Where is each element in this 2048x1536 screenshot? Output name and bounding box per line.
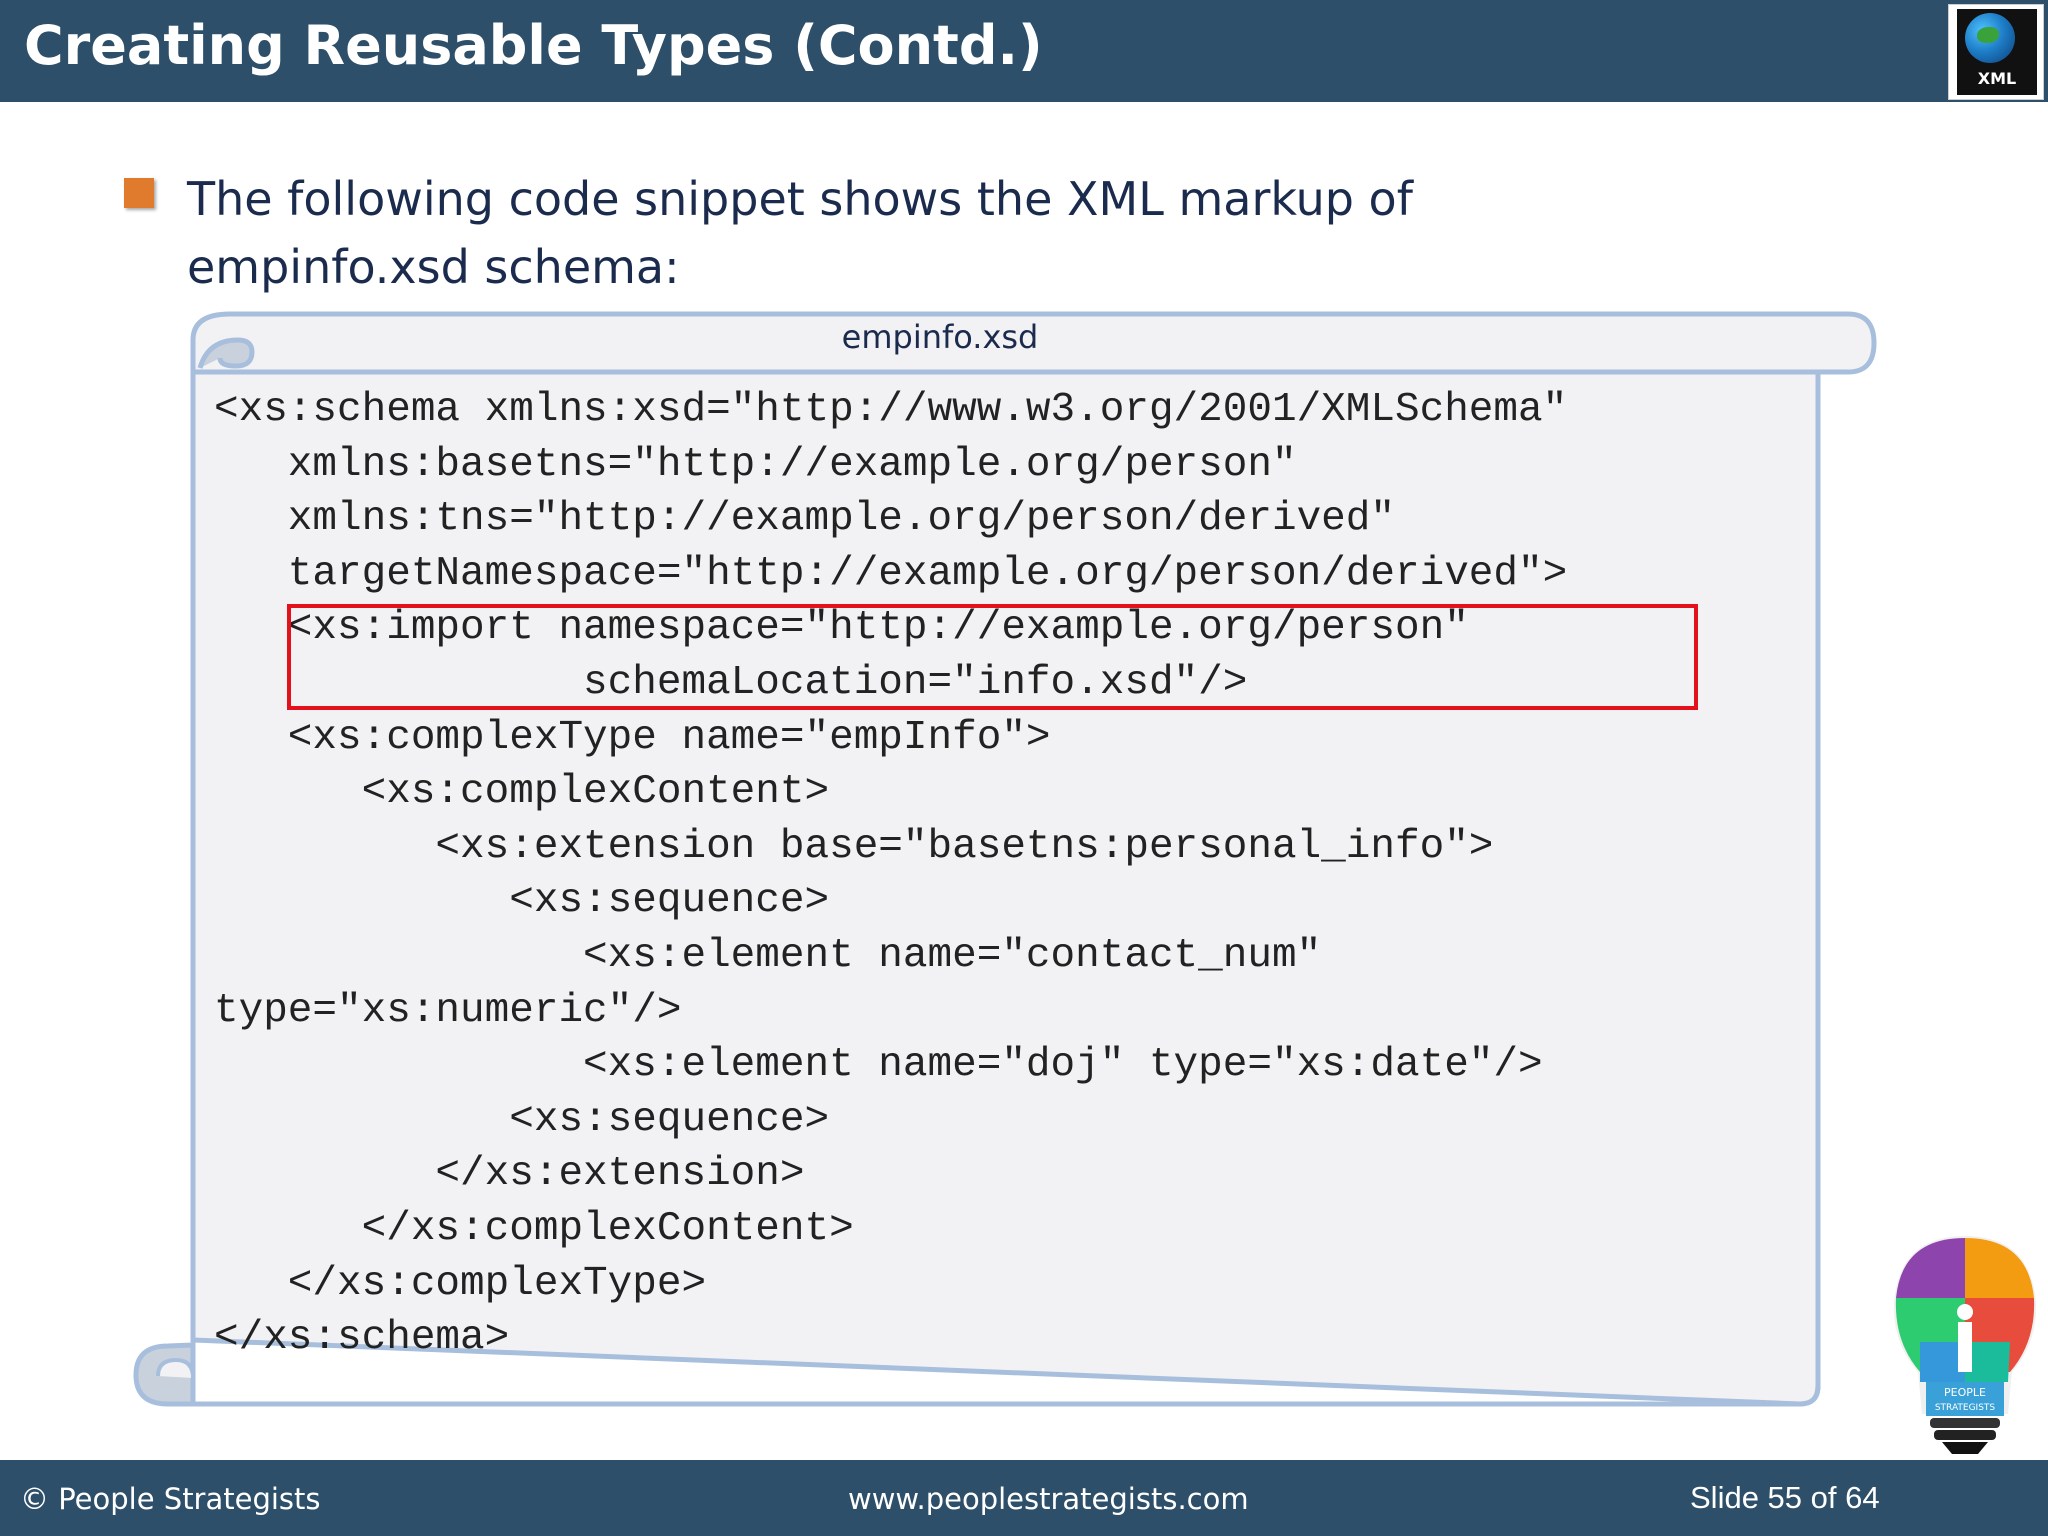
scroll-top-curl: [197, 337, 255, 369]
code-line: <xs:schema xmlns:xsd="http://www.w3.org/…: [214, 387, 1568, 433]
puzzle-teal: [1965, 1342, 2010, 1382]
code-line: targetNamespace="http://example.org/pers…: [214, 550, 1568, 597]
code-line: <xs:element name="contact_num": [214, 932, 1322, 979]
code-line: <xs:extension base="basetns:personal_inf…: [214, 823, 1494, 870]
person-body-icon: [1958, 1322, 1972, 1372]
bullet-text: The following code snippet shows the XML…: [187, 172, 1413, 294]
scroll-top-roll: [190, 311, 1877, 375]
code-line: xmlns:tns="http://example.org/person/der…: [214, 496, 1395, 543]
website-link[interactable]: www.peoplestrategists.com: [848, 1482, 1249, 1516]
copyright-text: © People Strategists: [20, 1482, 321, 1516]
bulb-logo-line2: STRATEGISTS: [1935, 1403, 1996, 1413]
xml-logo: XML: [1948, 4, 2044, 100]
puzzle-orange: [1965, 1238, 2034, 1298]
code-line: <xs:complexContent>: [214, 769, 830, 816]
code-line: <xs:sequence>: [214, 878, 830, 925]
code-line: </xs:schema>: [214, 1315, 510, 1362]
puzzle-blue: [1920, 1342, 1965, 1382]
globe-land-icon: [1977, 27, 1999, 43]
code-line: xmlns:basetns="http://example.org/person…: [214, 441, 1297, 488]
scroll-title: empinfo.xsd: [841, 318, 1039, 356]
puzzle-purple: [1896, 1238, 1965, 1298]
code-line: <xs:sequence>: [214, 1096, 830, 1143]
people-strategists-bulb-logo: PEOPLE STRATEGISTS: [1893, 1236, 2037, 1454]
code-line: type="xs:numeric"/>: [214, 987, 682, 1034]
bullet-icon: [124, 178, 154, 208]
bulb-logo-line1: PEOPLE: [1944, 1386, 1986, 1399]
code-line: </xs:complexContent>: [214, 1205, 854, 1252]
xml-logo-text: XML: [1977, 69, 2017, 88]
code-snippet: <xs:schema xmlns:xsd="http://www.w3.org/…: [214, 383, 1567, 1366]
code-line: </xs:complexType>: [214, 1260, 707, 1307]
code-line: <xs:complexType name="empInfo">: [214, 714, 1051, 761]
code-line: <xs:element name="doj" type="xs:date"/>: [214, 1042, 1543, 1089]
person-head-icon: [1957, 1304, 1973, 1320]
scroll-bottom-edge: [168, 372, 1821, 1407]
bulb-base: [1930, 1418, 2000, 1428]
scroll-bottom-curl: [156, 1357, 195, 1379]
code-line: <xs:import namespace="http://example.org…: [214, 605, 1469, 652]
slide-title: Creating Reusable Types (Contd.): [24, 14, 1043, 77]
slide-header: Creating Reusable Types (Contd.) XML: [0, 0, 2048, 102]
code-line: </xs:extension>: [214, 1151, 805, 1198]
slide-number: Slide 55 of 64: [1690, 1480, 1880, 1515]
import-highlight-box: [287, 604, 1698, 710]
slide-footer: © People Strategists www.peoplestrategis…: [0, 1460, 2048, 1536]
code-line: schemaLocation="info.xsd"/>: [214, 659, 1248, 706]
